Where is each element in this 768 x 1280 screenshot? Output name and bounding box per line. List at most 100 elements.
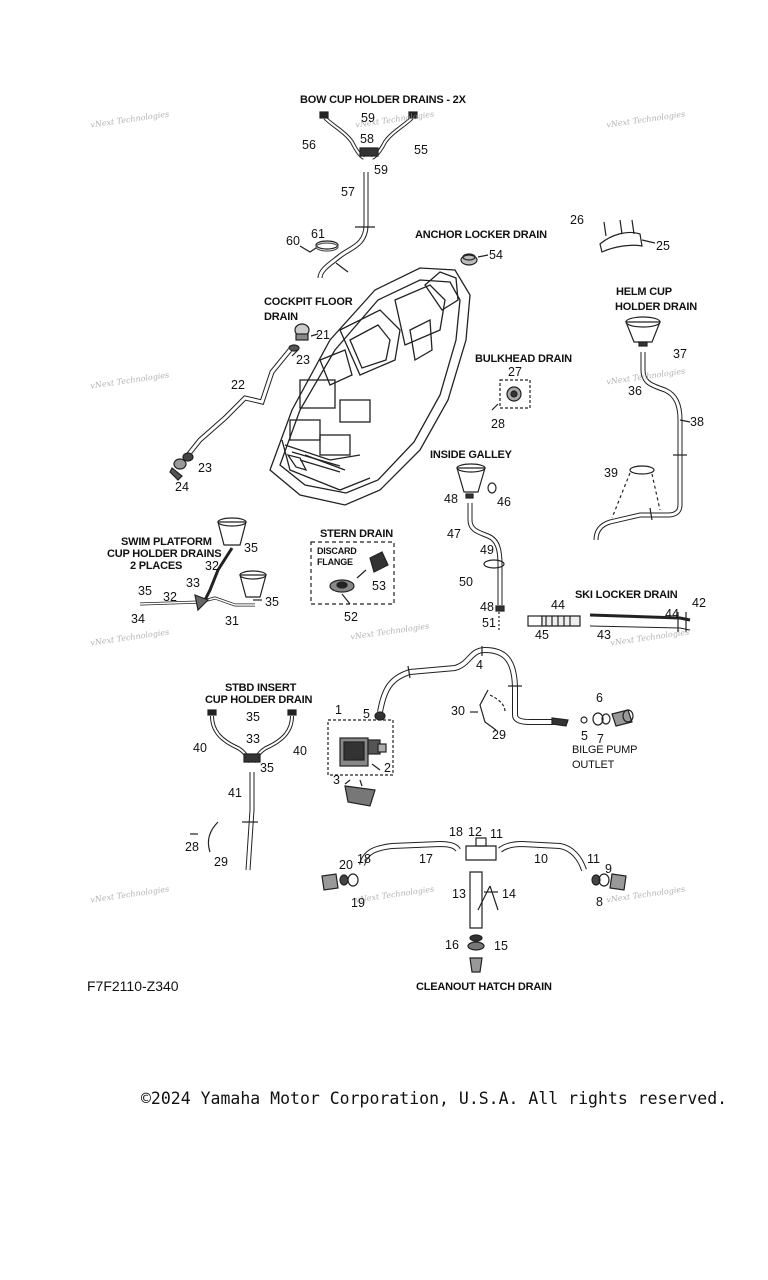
- ski-locker-drain-hose: [527, 612, 691, 632]
- copyright-notice: ©2024 Yamaha Motor Corporation, U.S.A. A…: [141, 1089, 728, 1108]
- stbd-insert-label-2: CUP HOLDER DRAIN: [205, 694, 313, 706]
- part-number: 54: [489, 248, 503, 262]
- swim-platform-cup-drains: [139, 517, 267, 612]
- swim-platform-label-3: 2 PLACES: [130, 560, 183, 572]
- part-number: 39: [604, 466, 618, 480]
- part-number: 48: [444, 492, 458, 506]
- part-number: 19: [351, 896, 365, 910]
- inside-galley-drain-hose: [456, 463, 505, 630]
- part-number: 44: [665, 607, 679, 621]
- part-number: 31: [225, 614, 239, 628]
- part-number: 34: [131, 612, 145, 626]
- part-number: 5: [581, 729, 588, 743]
- part-number: 30: [451, 704, 465, 718]
- part-number: 28: [185, 840, 199, 854]
- part-number: 42: [692, 596, 706, 610]
- helm-cup-drain-hose: [593, 316, 691, 541]
- helm-cup-holder-drain-label: HELM CUP: [616, 286, 672, 298]
- bilge-pump-outlet-label-2: OUTLET: [572, 759, 615, 771]
- part-number: 15: [494, 939, 508, 953]
- helm-cup-holder-drain-label-2: HOLDER DRAIN: [615, 301, 697, 313]
- part-number: 59: [374, 163, 388, 177]
- part-number: 26: [570, 213, 584, 227]
- part-number: 46: [497, 495, 511, 509]
- part-number: 37: [673, 347, 687, 361]
- part-number: 21: [316, 328, 330, 342]
- part-number: 16: [445, 938, 459, 952]
- swim-platform-label-2: CUP HOLDER DRAINS: [107, 548, 222, 560]
- stbd-insert-label: STBD INSERT: [225, 682, 297, 694]
- bow-cup-holder-drains-label: BOW CUP HOLDER DRAINS - 2X: [300, 94, 466, 106]
- part-number: 35: [265, 595, 279, 609]
- part-number: 9: [605, 862, 612, 876]
- part-number: 56: [302, 138, 316, 152]
- bilge-pump-outlet-fittings: [551, 709, 634, 727]
- cleanout-hatch-drain-label: CLEANOUT HATCH DRAIN: [416, 981, 552, 993]
- discard-flange-label-2: FLANGE: [317, 557, 353, 567]
- bilge-pump-assembly: [327, 719, 394, 807]
- part-number: 35: [138, 584, 152, 598]
- part-number: 53: [372, 579, 386, 593]
- part-number: 41: [228, 786, 242, 800]
- part-number: 14: [502, 887, 516, 901]
- part-number: 3: [333, 773, 340, 787]
- part-number: 4: [476, 658, 483, 672]
- part-number: 38: [690, 415, 704, 429]
- boat-hull: [269, 267, 471, 506]
- part-number: 35: [260, 761, 274, 775]
- drawing-code: F7F2110-Z340: [87, 978, 179, 994]
- part-number: 52: [344, 610, 358, 624]
- part-number: 7: [597, 732, 604, 746]
- bilge-pump-outlet-label: BILGE PUMP: [572, 744, 638, 756]
- part-number: 43: [597, 628, 611, 642]
- discard-flange-label: DISCARD: [317, 546, 357, 556]
- part-number: 13: [452, 887, 466, 901]
- part-number: 59: [361, 111, 375, 125]
- part-number: 11: [587, 852, 600, 866]
- anchor-locker-drain-label: ANCHOR LOCKER DRAIN: [415, 229, 547, 241]
- part-number: 11: [490, 827, 503, 841]
- part-number: 33: [186, 576, 200, 590]
- part-number: 12: [468, 825, 482, 839]
- part-number: 36: [628, 384, 642, 398]
- part-number: 23: [296, 353, 310, 367]
- bulkhead-drain-fitting: [491, 379, 531, 411]
- part-number: 35: [246, 710, 260, 724]
- part-number: 25: [656, 239, 670, 253]
- part-number: 49: [480, 543, 494, 557]
- part-number: 44: [551, 598, 565, 612]
- part-number: 5: [363, 707, 370, 721]
- part-number: 24: [175, 480, 189, 494]
- cleanout-hatch-drain-hoses: [321, 837, 627, 973]
- part-number: 10: [534, 852, 548, 866]
- part-number: 60: [286, 234, 300, 248]
- part-number: 32: [163, 590, 177, 604]
- part-number: 45: [535, 628, 549, 642]
- part-number: 40: [293, 744, 307, 758]
- part-number: 17: [419, 852, 433, 866]
- helm-screws-and-cover: [599, 219, 656, 253]
- part-number: 6: [596, 691, 603, 705]
- part-number: 28: [491, 417, 505, 431]
- swim-platform-label: SWIM PLATFORM: [121, 536, 212, 548]
- part-number: 61: [311, 227, 325, 241]
- part-number: 48: [480, 600, 494, 614]
- anchor-locker-drain-fitting: [460, 253, 489, 266]
- part-number: 23: [198, 461, 212, 475]
- part-number: 18: [357, 852, 371, 866]
- part-number: 40: [193, 741, 207, 755]
- part-number: 50: [459, 575, 473, 589]
- part-number: 33: [246, 732, 260, 746]
- stbd-insert-cup-drain-hose: [190, 709, 297, 871]
- part-number: 18: [449, 825, 463, 839]
- cockpit-floor-drain-hose: [169, 323, 319, 481]
- part-number: 35: [244, 541, 258, 555]
- part-number: 51: [482, 616, 496, 630]
- bilge-pump-hose: [374, 646, 555, 731]
- part-number: 22: [231, 378, 245, 392]
- ski-locker-drain-label: SKI LOCKER DRAIN: [575, 589, 678, 601]
- part-number: 47: [447, 527, 461, 541]
- part-number: 29: [214, 855, 228, 869]
- part-number: 20: [339, 858, 353, 872]
